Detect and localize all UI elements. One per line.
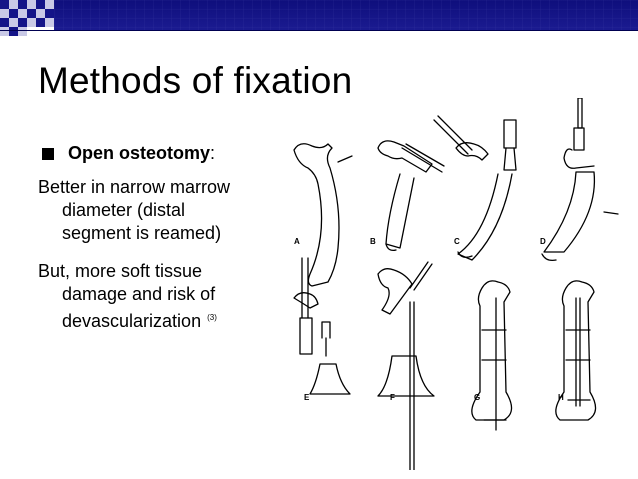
checker-square xyxy=(0,18,9,27)
bullet-suffix: : xyxy=(210,143,216,163)
checker-square xyxy=(27,9,36,18)
paragraph-line: damage and risk of xyxy=(62,284,216,304)
panel-b-femur xyxy=(377,140,445,252)
checker-square xyxy=(0,9,9,18)
checker-square xyxy=(18,0,27,9)
checker-square xyxy=(9,18,18,27)
panel-label-f: F xyxy=(390,393,395,402)
checker-square xyxy=(18,18,27,27)
paragraph-advantage: Better in narrow marrow diameter (distal… xyxy=(38,176,278,245)
checker-square xyxy=(45,9,54,18)
decorative-checker-pattern xyxy=(0,0,54,38)
panel-c-femur xyxy=(433,115,517,261)
paragraph-line: devascularization (3) xyxy=(38,306,278,333)
citation-marker: (3) xyxy=(207,313,217,322)
paragraph-disadvantage: But, more soft tissue damage and risk of… xyxy=(38,260,278,333)
checker-square xyxy=(45,0,54,9)
paragraph-line: Better in narrow marrow xyxy=(38,177,231,197)
panel-label-g: G xyxy=(474,393,480,402)
slide-title: Methods of fixation xyxy=(38,60,353,101)
checker-square xyxy=(18,9,27,18)
checker-square xyxy=(0,0,9,9)
checker-square xyxy=(9,9,18,18)
bullet-label: Open osteotomy xyxy=(68,143,211,163)
checker-square xyxy=(18,27,27,36)
checker-square xyxy=(0,27,9,36)
panel-h-femur xyxy=(555,280,597,421)
checker-square xyxy=(27,0,36,9)
paragraph-line: segment is reamed) xyxy=(62,223,222,243)
checker-square xyxy=(36,9,45,18)
checker-square xyxy=(27,18,36,27)
panel-label-e: E xyxy=(304,393,310,402)
checker-square xyxy=(9,27,18,36)
panel-label-b: B xyxy=(370,237,376,246)
panel-label-h: H xyxy=(558,393,564,402)
checker-square xyxy=(45,18,54,27)
panel-g-femur xyxy=(471,280,513,431)
panel-f-rod xyxy=(377,261,435,470)
panel-d-femur xyxy=(541,98,619,262)
paragraph-line-text: devascularization xyxy=(62,311,202,331)
panel-a-femur xyxy=(293,143,353,287)
checker-square xyxy=(36,18,45,27)
checker-square xyxy=(45,27,54,36)
checker-square xyxy=(36,27,45,36)
osteotomy-fixation-illustration: A B C D E F G H xyxy=(293,98,619,470)
paragraph-line: But, more soft tissue xyxy=(38,261,203,281)
paragraph-line: diameter (distal xyxy=(62,200,186,220)
bullet-open-osteotomy: Open osteotomy: xyxy=(42,143,215,164)
checker-square xyxy=(36,0,45,9)
panel-label-a: A xyxy=(294,237,300,246)
panel-label-c: C xyxy=(454,237,460,246)
panel-e-femur xyxy=(293,257,351,395)
checker-square xyxy=(9,0,18,9)
checker-square xyxy=(27,27,36,36)
header-rule xyxy=(0,30,638,31)
top-banner-grid xyxy=(54,0,638,30)
square-bullet-icon xyxy=(42,147,54,160)
panel-label-d: D xyxy=(540,237,546,246)
